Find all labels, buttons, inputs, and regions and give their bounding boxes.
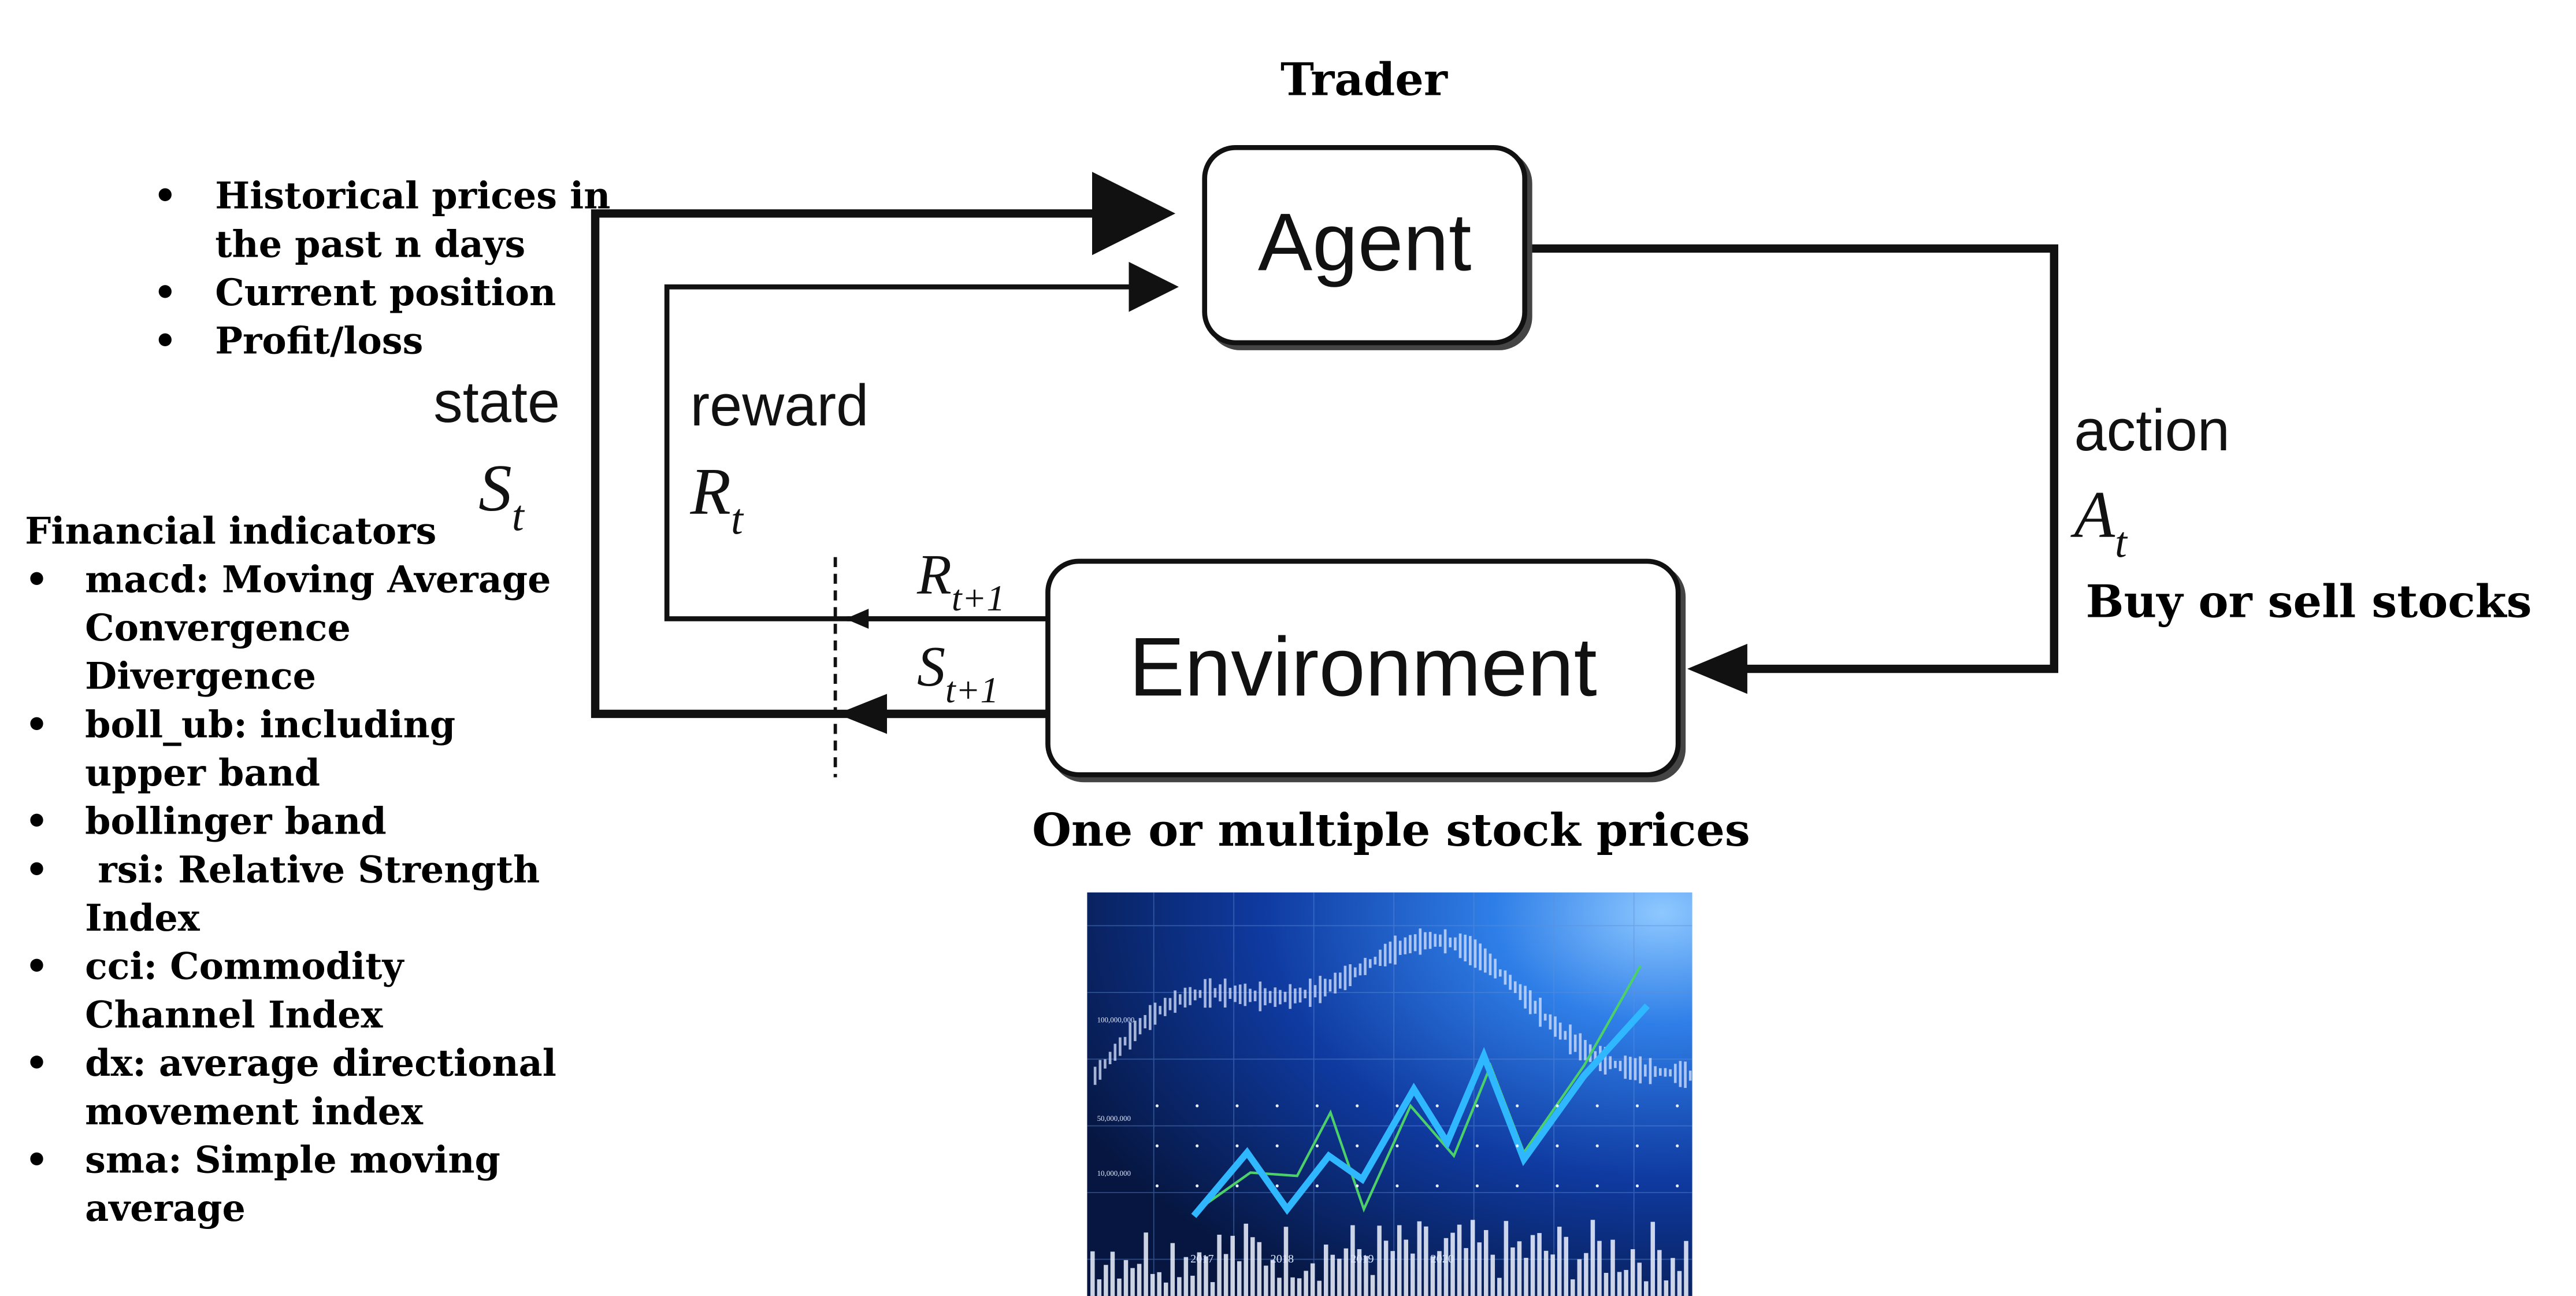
indicator-line: upper band xyxy=(85,752,321,796)
next-state-arrowhead xyxy=(837,694,888,734)
svg-text:50,000,000: 50,000,000 xyxy=(1097,1114,1131,1123)
action-arrowhead xyxy=(1687,643,1747,694)
state-word: state xyxy=(433,370,561,436)
state-item-historical-cont: the past n days xyxy=(215,223,526,267)
action-line xyxy=(1524,244,2059,673)
action-symbol: At xyxy=(2070,477,2128,567)
state-item-position: Current position xyxy=(215,272,556,316)
svg-text:2018: 2018 xyxy=(1271,1253,1294,1265)
indicator-line: average xyxy=(85,1187,246,1231)
svg-text:100,000,000: 100,000,000 xyxy=(1097,1016,1135,1024)
indicator-line: sma: Simple moving xyxy=(85,1139,500,1183)
agent-label: Agent xyxy=(1257,198,1472,289)
state-symbol: St xyxy=(478,451,525,540)
indicator-line: boll_ub: including xyxy=(85,703,456,747)
svg-text:10,000,000: 10,000,000 xyxy=(1097,1169,1131,1177)
indicator-line: macd: Moving Average xyxy=(85,558,551,602)
stock-chart-image: 100,000,000 50,000,000 10,000,000 2017 2… xyxy=(1087,892,1692,1296)
reward-symbol: Rt xyxy=(690,454,745,544)
state-feedback-line xyxy=(591,172,1176,719)
indicator-line: Index xyxy=(85,897,200,941)
action-description: Buy or sell stocks xyxy=(2085,577,2532,629)
environment-box: Environment xyxy=(1045,558,1681,777)
state-item-profit: Profit/loss xyxy=(215,320,424,364)
trader-label: Trader xyxy=(1280,55,1447,107)
indicator-line: bollinger band xyxy=(85,800,387,845)
environment-description: One or multiple stock prices xyxy=(1032,805,1750,858)
svg-text:2019: 2019 xyxy=(1350,1253,1374,1265)
indicator-line: dx: average directional xyxy=(85,1042,556,1086)
indicators-title: Financial indicators xyxy=(25,510,437,554)
action-word: action xyxy=(2074,398,2230,464)
indicator-line: Divergence xyxy=(85,655,317,699)
indicator-line: cci: Commodity xyxy=(85,946,404,990)
next-reward-symbol: Rt+1 xyxy=(916,544,1005,619)
reward-word: reward xyxy=(690,373,869,439)
environment-label: Environment xyxy=(1129,620,1597,714)
indicator-line: Channel Index xyxy=(85,994,383,1038)
indicator-line: rsi: Relative Strength xyxy=(85,849,540,893)
next-state-symbol: St+1 xyxy=(917,636,999,710)
indicator-line: Convergence xyxy=(85,607,351,651)
indicator-line: movement index xyxy=(85,1091,423,1135)
svg-text:2017: 2017 xyxy=(1190,1253,1213,1265)
state-item-historical: Historical prices in xyxy=(215,175,611,219)
svg-text:2020: 2020 xyxy=(1431,1253,1454,1265)
agent-box: Agent xyxy=(1202,145,1528,346)
